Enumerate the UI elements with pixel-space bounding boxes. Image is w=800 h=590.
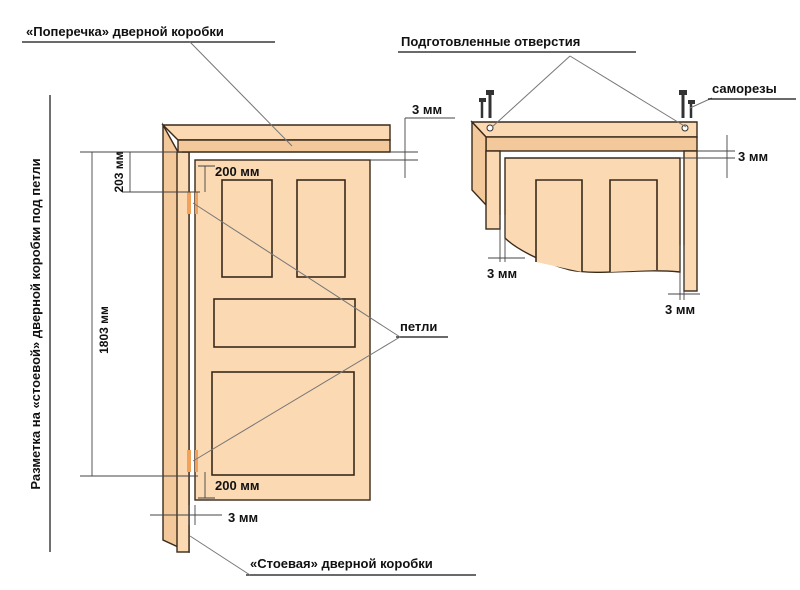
detail-panel-right bbox=[609, 179, 658, 272]
hinge-mark-bottom bbox=[187, 450, 191, 472]
holes-leader-left bbox=[491, 55, 571, 128]
label-hinges-leader-top bbox=[192, 202, 401, 338]
label-post: «Стоевая» дверной коробки bbox=[250, 556, 433, 571]
hinge-mark-bottom-door bbox=[195, 450, 198, 472]
dim-3-detail-left-label: 3 мм bbox=[487, 266, 517, 281]
label-screws: саморезы bbox=[712, 81, 777, 96]
hinge-mark-top bbox=[187, 192, 191, 214]
dim-3-right-label: 3 мм bbox=[738, 149, 768, 164]
screw-right-icon bbox=[679, 90, 689, 132]
hinge-mark-top-door bbox=[195, 192, 198, 214]
label-vertical-title: Разметка на «стоевой» дверной коробки по… bbox=[28, 158, 43, 489]
label-hinges-leader-bottom bbox=[192, 336, 401, 462]
dim-203-label: 203 мм bbox=[112, 151, 126, 192]
frame-crossbar-front bbox=[177, 139, 391, 153]
detail-post-left-front bbox=[485, 150, 501, 230]
label-holes: Подготовленные отверстия bbox=[401, 34, 580, 49]
dim-3-detail-right-label: 3 мм bbox=[665, 302, 695, 317]
door-panel-top-left bbox=[221, 179, 273, 278]
door-panel-bottom bbox=[211, 371, 355, 476]
dim-1803-label: 1803 мм bbox=[97, 306, 111, 354]
label-post-leader bbox=[189, 535, 251, 576]
dim-200-bottom-label: 200 мм bbox=[215, 478, 260, 493]
dim-3-top-label: 3 мм bbox=[412, 102, 442, 117]
screw-left2-icon bbox=[479, 98, 486, 118]
detail-panel-left bbox=[535, 179, 583, 272]
detail-post-right bbox=[683, 150, 698, 292]
label-crossbar-leader bbox=[189, 41, 293, 147]
door-panel-top-right bbox=[296, 179, 346, 278]
frame-crossbar-top bbox=[161, 124, 391, 141]
holes-leader-right bbox=[569, 55, 687, 128]
detail-crossbar-front bbox=[485, 136, 698, 152]
door-panel-middle bbox=[213, 298, 356, 348]
detail-post-left-side bbox=[471, 120, 487, 207]
screw-right2-icon bbox=[688, 100, 695, 118]
dim-3-bottom-label: 3 мм bbox=[228, 510, 258, 525]
screw-left-icon bbox=[486, 90, 494, 132]
dim-200-top-label: 200 мм bbox=[215, 164, 260, 179]
label-hinges: петли bbox=[400, 319, 437, 334]
label-crossbar: «Поперечка» дверной коробки bbox=[26, 24, 224, 39]
detail-crossbar-top bbox=[470, 121, 698, 138]
screws-leader bbox=[689, 97, 713, 109]
